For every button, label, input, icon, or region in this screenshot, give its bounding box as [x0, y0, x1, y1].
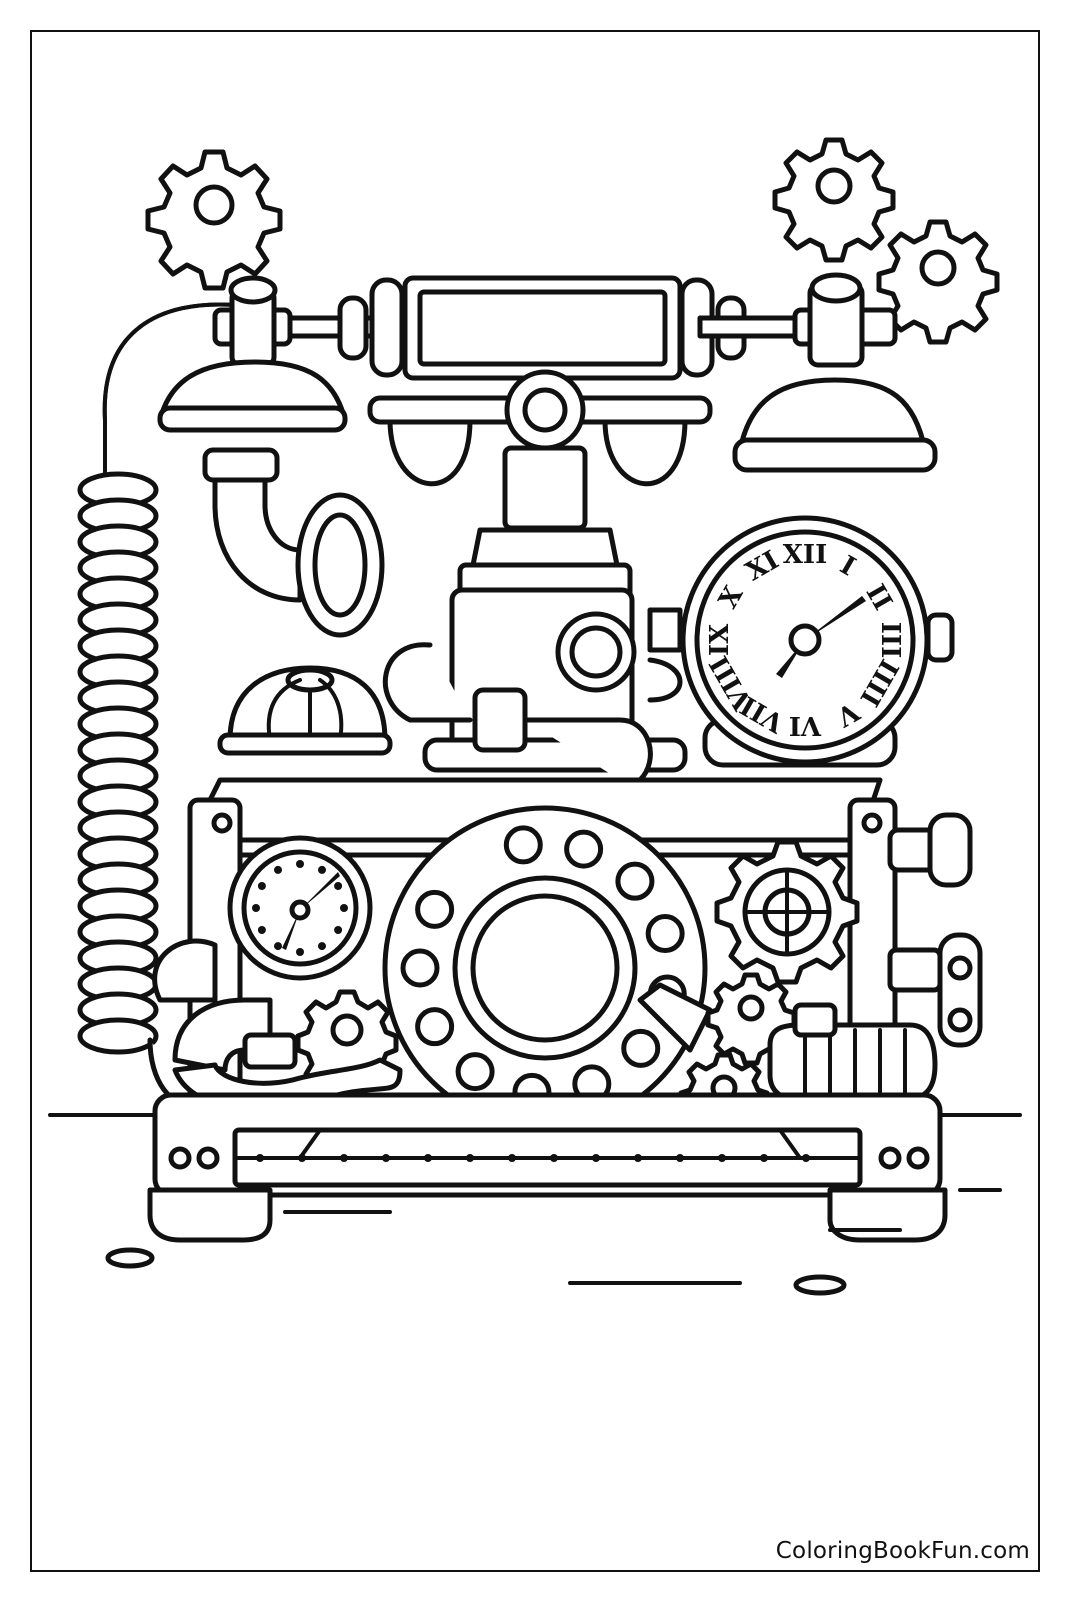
gauge-tick [257, 882, 266, 890]
dial-hole [503, 825, 543, 865]
plinth-rivet [802, 1154, 810, 1162]
gauge-tick [252, 904, 260, 912]
gauge-tick [257, 926, 266, 934]
plinth-rivet [634, 1154, 642, 1162]
gauge-tick [318, 942, 326, 951]
plinth-rivet [676, 1154, 684, 1162]
gear-icon [876, 219, 1000, 345]
gauge-tick [274, 942, 282, 951]
gear-icon [772, 137, 896, 263]
plinth-rivet [718, 1154, 726, 1162]
telephone-base [152, 777, 983, 1146]
coiled-cord [77, 302, 237, 1109]
base-plinth [48, 1092, 1022, 1243]
dial-hole [564, 829, 604, 869]
gauge-tick [318, 865, 326, 874]
gauge-tick [334, 926, 343, 934]
plinth-rivet [760, 1154, 768, 1162]
cord-coil [77, 1017, 159, 1055]
gauge-tick [274, 865, 282, 874]
dial-hole [415, 889, 455, 929]
handset [157, 272, 938, 638]
site-watermark: ColoringBookFun.com [775, 1538, 1030, 1564]
ground-shadows [105, 1188, 1002, 1296]
plinth-rivet [424, 1154, 432, 1162]
dial-hole [455, 1052, 495, 1092]
plinth-rivet [340, 1154, 348, 1162]
central-column [382, 445, 688, 783]
plinth-rivet [550, 1154, 558, 1162]
gauge-tick [296, 948, 304, 956]
clock-numeral: III [875, 622, 905, 659]
plinth-rivet [298, 1154, 306, 1162]
gauge-tick [340, 904, 348, 912]
dial-hole [645, 914, 685, 954]
dial-hole [415, 1007, 455, 1047]
plinth-rivet [382, 1154, 390, 1162]
dome-bell [217, 665, 393, 756]
plinth-rivet [256, 1154, 264, 1162]
plinth-rivet [466, 1154, 474, 1162]
clock-numeral: VI [789, 710, 822, 740]
gauge-tick [296, 860, 304, 868]
gear-icon [145, 149, 283, 291]
dial-hole [615, 861, 655, 901]
plinth-rivet [592, 1154, 600, 1162]
gauge-tick [334, 882, 343, 890]
dial-hole [400, 948, 440, 988]
plinth-rivet [508, 1154, 516, 1162]
clock-numeral: IX [705, 623, 735, 656]
dial-hole [621, 1028, 661, 1068]
clock-numeral: XII [783, 540, 828, 570]
